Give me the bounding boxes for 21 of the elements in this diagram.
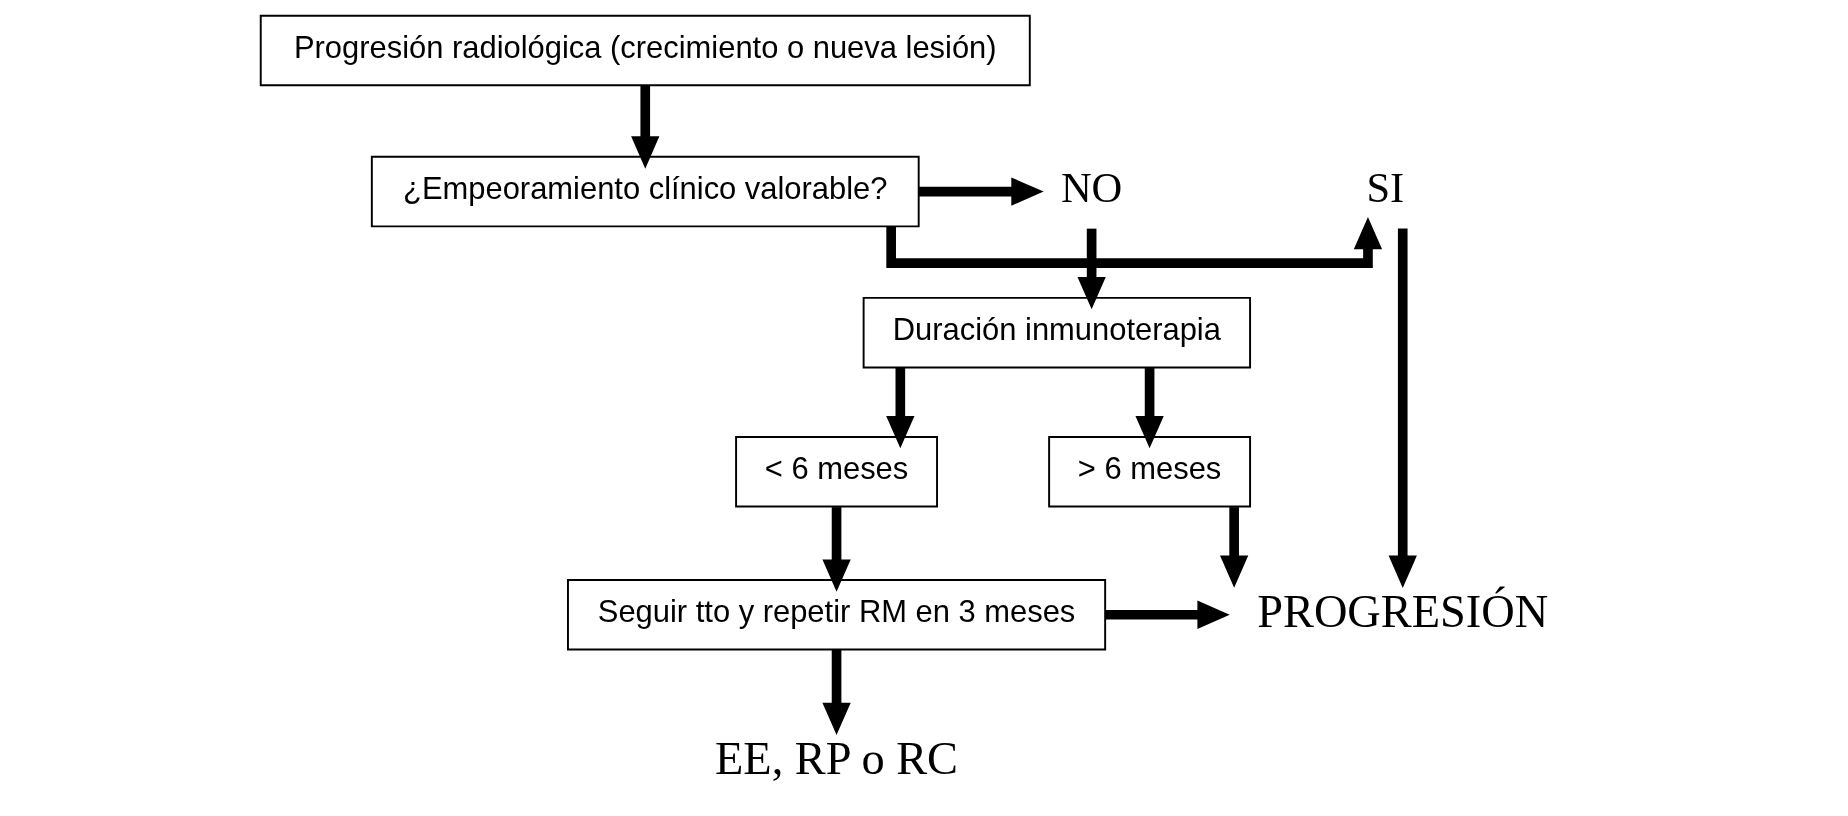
arrow [631,85,660,169]
node-box: ¿Empeoramiento clínico valorable? [370,155,920,228]
arrow [1135,367,1164,449]
arrow [1105,600,1230,629]
node-text: PROGRESIÓN [1257,585,1549,637]
arrow [822,649,851,735]
arrow [886,367,915,449]
arrow [1077,228,1106,310]
node-text: NO [1060,164,1123,212]
arrow [1220,507,1249,588]
arrow [886,216,1383,268]
arrow [822,507,851,592]
node-box: > 6 meses [1048,436,1252,508]
node-box: Progresión radiológica (crecimiento o nueva lesión) [259,14,1031,87]
node-box: Seguir tto y repetir RM en 3 meses [567,579,1107,651]
node-box: Duración inmunoterapia [862,296,1252,369]
node-text: EE, RP o RC [715,732,959,784]
node-text: SI [1366,164,1405,212]
arrow [1388,228,1417,588]
arrow [919,177,1044,206]
node-box: < 6 meses [735,436,938,508]
